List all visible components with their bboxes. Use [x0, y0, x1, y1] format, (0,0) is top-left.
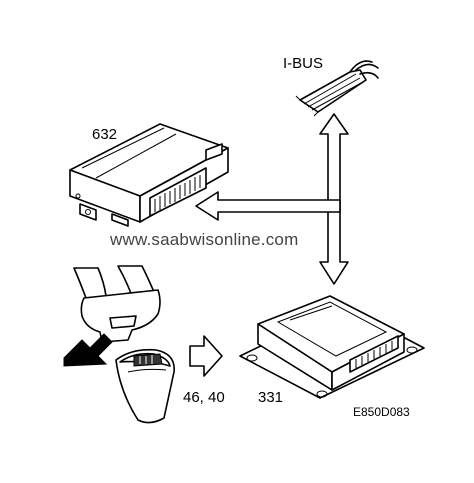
control-module-331-icon: [239, 295, 425, 399]
module-632-label: 632: [92, 126, 118, 143]
module-331-label: 331: [258, 389, 284, 406]
seat-belt-icon: [73, 265, 161, 343]
ibus-cable-icon: [295, 60, 379, 117]
double-arrow-vertical: [319, 113, 349, 285]
control-module-632-icon: [69, 123, 229, 227]
buckle-icon: [115, 348, 175, 424]
figure-code-label: E850D083: [353, 405, 410, 419]
ibus-label: I-BUS: [283, 55, 324, 72]
arrow-to-632: [195, 191, 341, 221]
reference-label: 46, 40: [183, 389, 225, 406]
watermark-text: www.saabwisonline.com: [110, 230, 299, 249]
reference-arrow-icon: [189, 335, 223, 377]
insert-arrow-icon: [63, 333, 113, 367]
